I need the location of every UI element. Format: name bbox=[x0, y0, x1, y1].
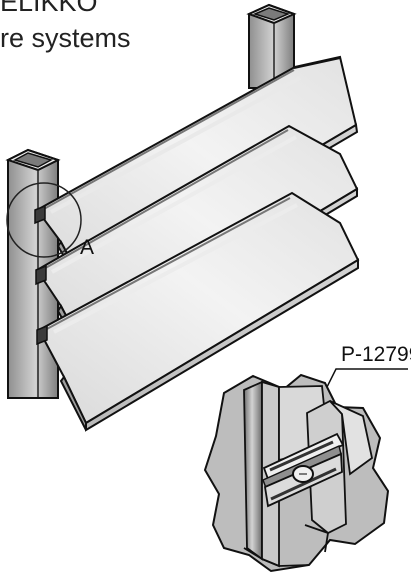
part-number-label: P-12799 bbox=[341, 343, 411, 366]
detail-callout-letter: A bbox=[80, 236, 95, 259]
detail-marker bbox=[6, 182, 82, 258]
detail-view-a bbox=[203, 373, 390, 573]
right-post bbox=[246, 3, 297, 89]
brand-name-fragment: ELIKKO bbox=[0, 0, 98, 17]
subtitle-fragment: re systems bbox=[0, 23, 131, 53]
louvre-blade-bottom bbox=[37, 191, 360, 432]
post-clips bbox=[34, 204, 48, 346]
